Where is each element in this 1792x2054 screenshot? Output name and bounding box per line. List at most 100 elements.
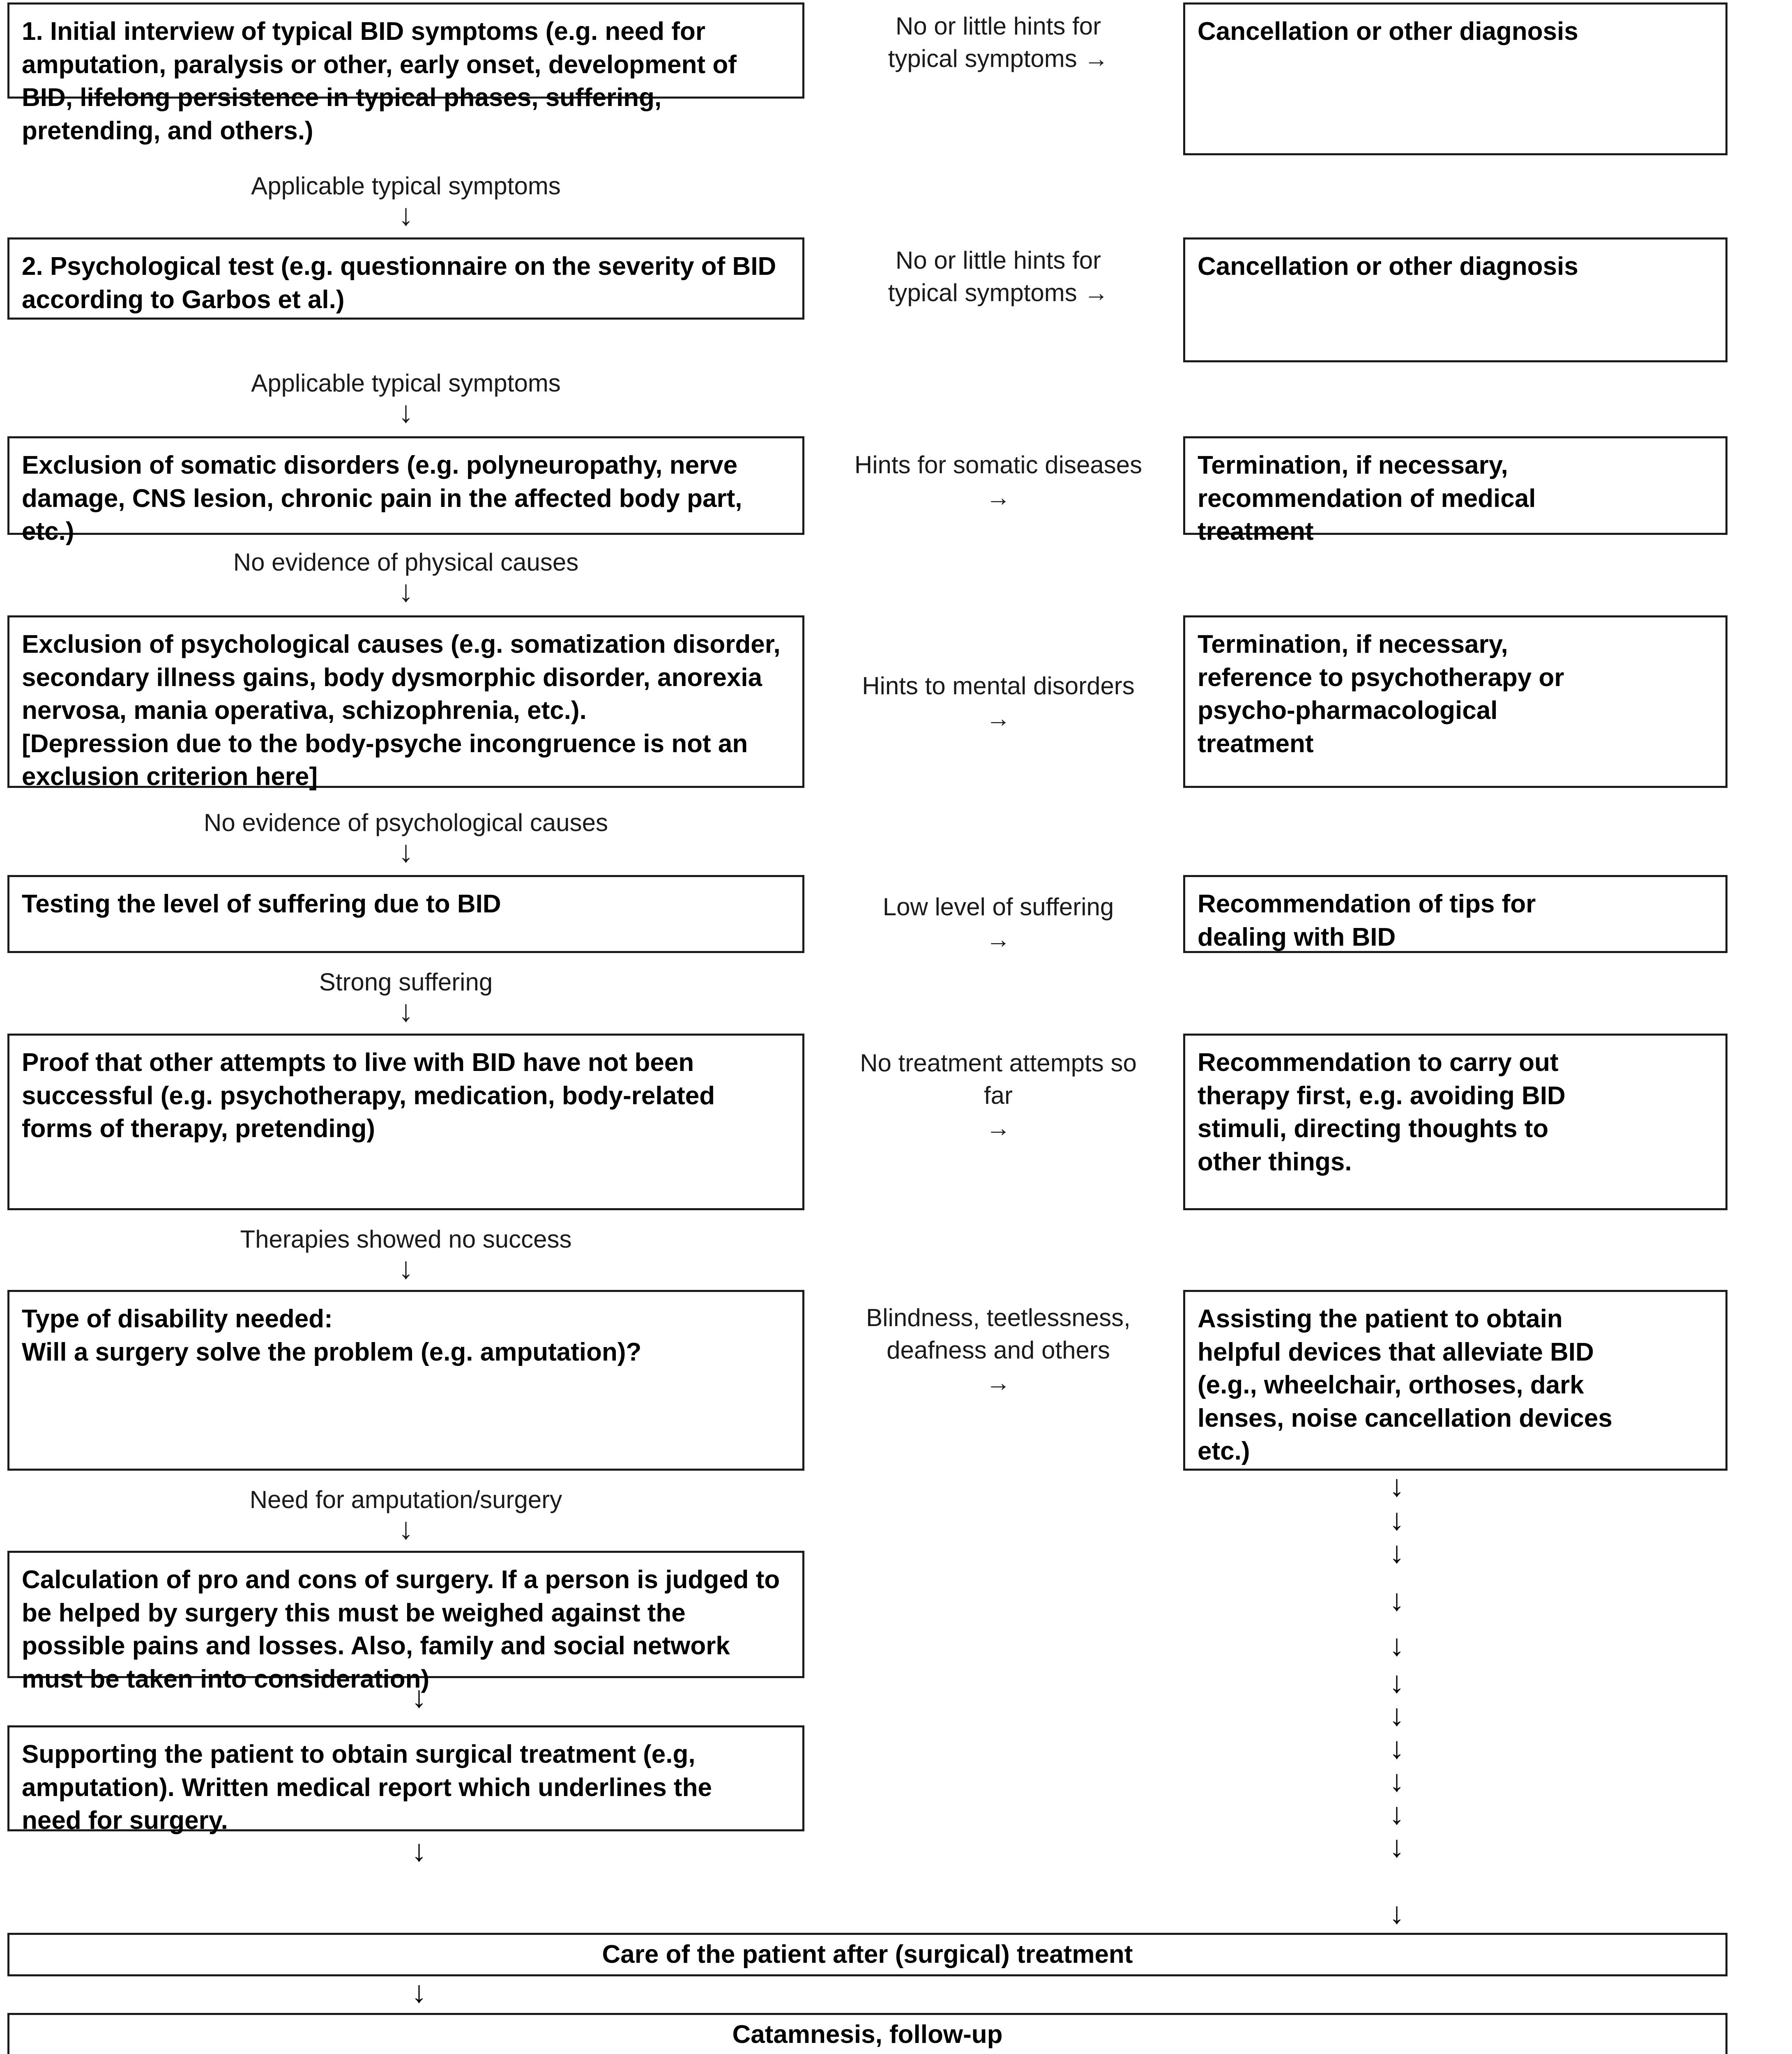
down-arrow-icon: ↓ — [1389, 1469, 1405, 1503]
box-line: Type of disability needed: — [22, 1305, 333, 1333]
down-arrow-icon: ↓ — [411, 1975, 427, 2009]
step-box-exclusion-somatic: Exclusion of somatic disorders (e.g. pol… — [7, 436, 804, 546]
box-line: 1. Initial interview of typical BID symp… — [22, 17, 706, 46]
down-arrow-icon: ↓ — [398, 834, 414, 868]
connector-strong-suffering: Strong suffering ↓ — [7, 968, 804, 1028]
outcome-line: Termination, if necessary, — [1198, 451, 1508, 479]
outcome-line: recommendation of medical — [1198, 484, 1536, 513]
right-arrow-icon: → — [986, 1114, 1011, 1142]
step-box-calculation-pro-cons: Calculation of pro and cons of surgery. … — [7, 1551, 804, 1693]
connector-label: Applicable typical symptoms — [251, 172, 561, 200]
outcome-line: treatment — [1198, 517, 1314, 546]
outcome-line: Termination, if necessary, — [1198, 630, 1508, 659]
connector-therapies-no-success: Therapies showed no success ↓ — [7, 1226, 804, 1283]
box-line: forms of therapy, pretending) — [22, 1115, 375, 1143]
connector-applicable-symptoms-2: Applicable typical symptoms ↓ — [7, 369, 804, 429]
condition-line: No or little hints for — [895, 246, 1101, 274]
step-box-supporting-surgical-treatment: Supporting the patient to obtain surgica… — [7, 1725, 804, 1835]
connector-label: Need for amputation/surgery — [249, 1486, 562, 1513]
box-line: BID, lifelong persistence in typical pha… — [22, 83, 662, 112]
outcome-box-recommendation-therapy-first: Recommendation to carry out therapy firs… — [1183, 1034, 1728, 1210]
outcome-line: Cancellation or other diagnosis — [1198, 252, 1578, 281]
down-arrow-icon: ↓ — [1389, 1665, 1405, 1699]
down-arrow-icon: ↓ — [398, 395, 414, 429]
bar-care-after-treatment: Care of the patient after (surgical) tre… — [7, 1933, 1728, 1976]
outcome-box-termination-psychotherapy: Termination, if necessary, reference to … — [1183, 615, 1728, 788]
outcome-box-termination-medical: Termination, if necessary, recommendatio… — [1183, 436, 1728, 546]
condition-line: Hints to mental disorders — [862, 672, 1135, 700]
bar-label: Care of the patient after (surgical) tre… — [602, 1940, 1133, 1969]
outcome-line: treatment — [1198, 729, 1314, 758]
down-arrow-icon: ↓ — [1389, 1698, 1405, 1732]
box-line: Exclusion of psychological causes (e.g. … — [22, 630, 781, 659]
step-box-proof-other-attempts: Proof that other attempts to live with B… — [7, 1034, 804, 1210]
box-line: damage, CNS lesion, chronic pain in the … — [22, 484, 742, 513]
box-line: amputation). Written medical report whic… — [22, 1773, 712, 1802]
outcome-line: Recommendation of tips for — [1198, 890, 1536, 918]
step-box-type-of-disability: Type of disability needed: Will a surger… — [7, 1290, 804, 1471]
box-line: Testing the level of suffering due to BI… — [22, 890, 501, 918]
condition-label-low-suffering: Low level of suffering → — [826, 891, 1171, 956]
box-line: secondary illness gains, body dysmorphic… — [22, 663, 762, 692]
step-box-exclusion-psychological: Exclusion of psychological causes (e.g. … — [7, 615, 804, 791]
down-arrow-icon: ↓ — [1389, 1628, 1405, 1662]
outcome-line: etc.) — [1198, 1437, 1250, 1466]
connector-applicable-symptoms-1: Applicable typical symptoms ↓ — [7, 172, 804, 232]
box-line: Supporting the patient to obtain surgica… — [22, 1740, 696, 1768]
down-arrow-icon: ↓ — [1389, 1829, 1405, 1863]
down-arrow-icon: ↓ — [1389, 1535, 1405, 1569]
down-arrow-icon: ↓ — [398, 1251, 414, 1285]
box-line: exclusion criterion here] — [22, 762, 318, 791]
condition-line: No treatment attempts so — [860, 1049, 1137, 1077]
condition-line: No or little hints for — [895, 12, 1101, 40]
box-line: successful (e.g. psychotherapy, medicati… — [22, 1081, 715, 1110]
box-line: nervosa, mania operativa, schizophrenia,… — [22, 696, 587, 725]
connector-no-psychological-causes: No evidence of psychological causes ↓ — [7, 809, 804, 868]
outcome-line: Cancellation or other diagnosis — [1198, 17, 1578, 46]
down-arrow-icon: ↓ — [398, 574, 414, 608]
connector-label: Strong suffering — [319, 968, 493, 996]
box-line: amputation, paralysis or other, early on… — [22, 50, 737, 79]
outcome-line: reference to psychotherapy or — [1198, 663, 1564, 692]
down-arrow-icon: ↓ — [1389, 1764, 1405, 1798]
down-arrow-icon: ↓ — [398, 198, 414, 232]
outcome-line: lenses, noise cancellation devices — [1198, 1404, 1612, 1432]
outcome-line: other things. — [1198, 1147, 1352, 1176]
right-arrow-icon: → — [986, 484, 1011, 511]
step-box-initial-interview: 1. Initial interview of typical BID symp… — [7, 2, 804, 145]
down-arrow-icon: ↓ — [411, 1680, 427, 1714]
box-line: need for surgery. — [22, 1806, 228, 1835]
connector-label: Applicable typical symptoms — [251, 369, 561, 397]
outcome-line: Assisting the patient to obtain — [1198, 1305, 1563, 1333]
box-line: [Depression due to the body-psyche incon… — [22, 729, 748, 758]
box-line: 2. Psychological test (e.g. questionnair… — [22, 252, 776, 281]
right-arrow-icon: → — [986, 1369, 1011, 1397]
condition-line: typical symptoms → — [888, 45, 1109, 73]
box-line: Proof that other attempts to live with B… — [22, 1048, 694, 1077]
outcome-line: dealing with BID — [1198, 923, 1396, 951]
condition-label-blindness-deafness: Blindness, teetlessness, deafness and ot… — [826, 1301, 1171, 1399]
condition-line: deafness and others — [887, 1336, 1110, 1364]
condition-label-no-hints-2: No or little hints for typical symptoms … — [826, 244, 1171, 309]
condition-line: Low level of suffering — [882, 893, 1114, 921]
step-box-psychological-test: 2. Psychological test (e.g. questionnair… — [7, 237, 804, 320]
outcome-line: stimuli, directing thoughts to — [1198, 1115, 1549, 1143]
box-line: possible pains and losses. Also, family … — [22, 1632, 730, 1660]
box-line: according to Garbos et al.) — [22, 285, 345, 314]
outcome-line: Recommendation to carry out — [1198, 1048, 1559, 1077]
down-arrow-icon: ↓ — [1389, 1583, 1405, 1617]
bar-label: Catamnesis, follow-up — [732, 2020, 1003, 2049]
down-arrow-icon: ↓ — [1389, 1731, 1405, 1765]
condition-label-no-hints-1: No or little hints for typical symptoms … — [826, 10, 1171, 75]
box-line: Calculation of pro and cons of surgery. … — [22, 1566, 780, 1594]
box-line: Will a surgery solve the problem (e.g. a… — [22, 1338, 642, 1366]
condition-line: Blindness, teetlessness, — [866, 1304, 1131, 1331]
connector-label: No evidence of physical causes — [233, 548, 579, 576]
down-arrow-icon: ↓ — [398, 994, 414, 1028]
box-line: pretending, and others.) — [22, 116, 313, 145]
down-arrow-icon: ↓ — [1389, 1796, 1405, 1831]
outcome-line: (e.g., wheelchair, orthoses, dark — [1198, 1371, 1584, 1400]
connector-no-physical-causes: No evidence of physical causes ↓ — [7, 549, 804, 606]
connector-need-for-amputation: Need for amputation/surgery ↓ — [7, 1486, 804, 1544]
